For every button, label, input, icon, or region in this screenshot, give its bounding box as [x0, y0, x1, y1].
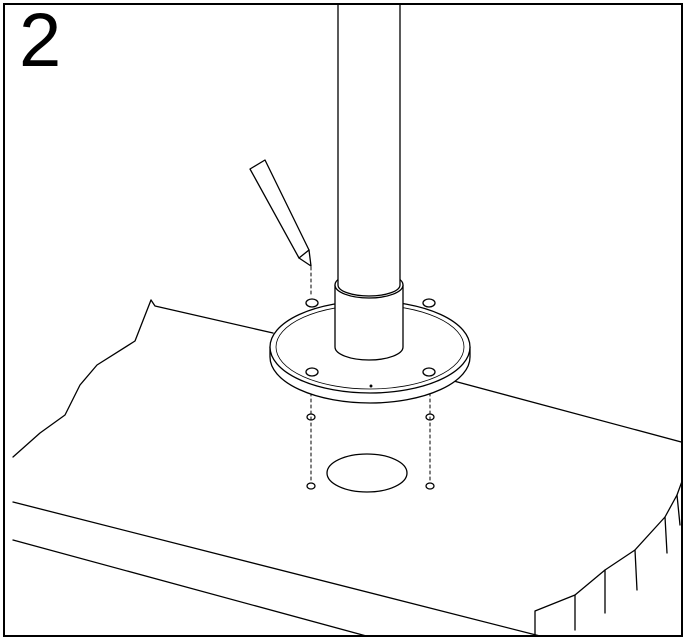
grommet-hole: [326, 453, 408, 493]
desk-left-ragged-edge: [12, 299, 152, 458]
assembly-illustration: [12, 5, 681, 635]
pole-shaft: [337, 5, 401, 297]
base-plate-hole-front-right: [422, 367, 436, 377]
pencil-body: [249, 159, 312, 267]
base-plate-hole-back-left: [305, 298, 319, 308]
desk-top-back-edge: [150, 299, 274, 334]
desk-surface: [12, 299, 681, 635]
desk-right-edge-face-1: [664, 516, 668, 554]
screw-right-lower: [425, 482, 435, 490]
base-plate-hole-front-left: [305, 367, 319, 377]
desk-right-edge-face-5: [676, 494, 681, 526]
pencil-sharpened-edge: [298, 249, 310, 259]
desk-top-back-edge-right: [449, 379, 681, 443]
step-number: 2: [19, 3, 62, 83]
screw-left-lower: [306, 482, 316, 490]
base-plate-hole-back-right: [422, 298, 436, 308]
pole-collar: [334, 284, 404, 361]
screw-left-upper: [306, 413, 316, 421]
screw-right-upper: [425, 413, 435, 421]
pole: [334, 5, 404, 361]
base-plate-center-mark: [369, 384, 373, 388]
desk-right-ragged-edge: [534, 482, 681, 635]
desk-front-bottom-edge: [12, 539, 366, 635]
desk-front-top-edge: [12, 501, 539, 635]
desk-right-edge-face-2: [634, 549, 638, 591]
pencil: [249, 159, 312, 298]
instruction-frame: 2: [3, 3, 683, 637]
